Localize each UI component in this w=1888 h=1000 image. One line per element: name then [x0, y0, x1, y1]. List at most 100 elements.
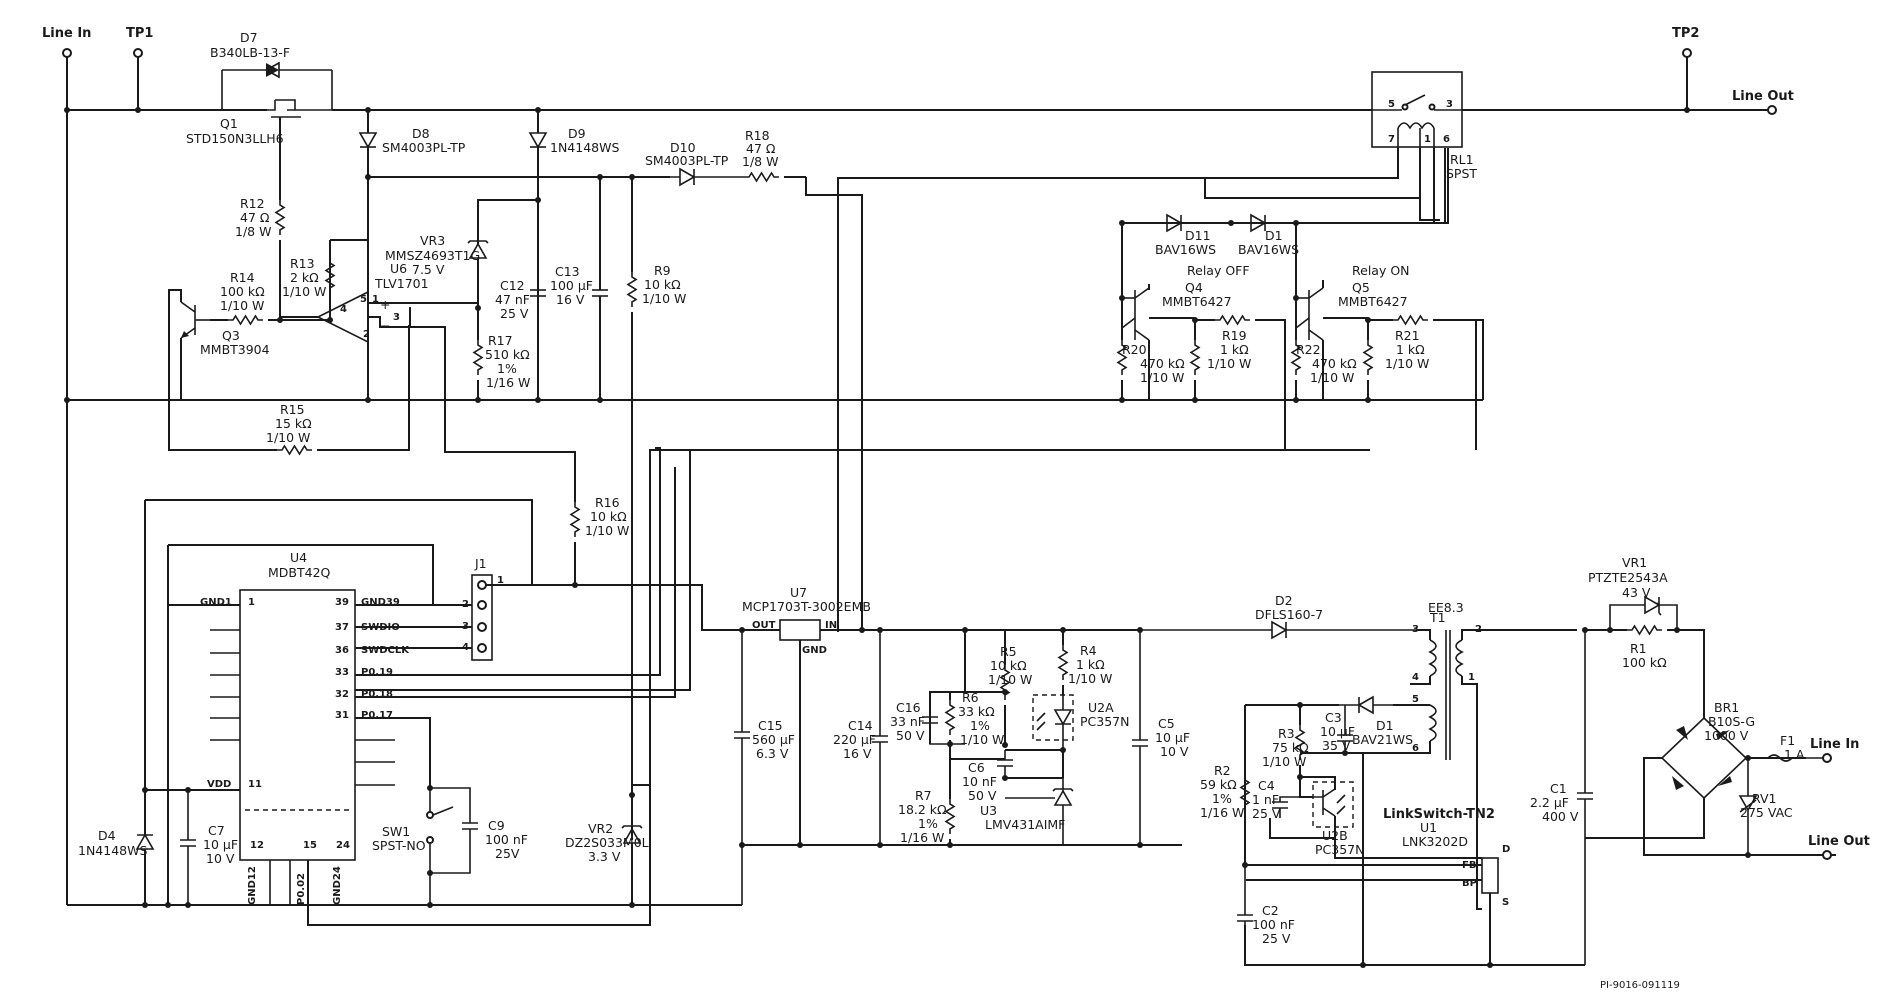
svg-text:1/16 W: 1/16 W [486, 375, 530, 390]
svg-text:100 kΩ: 100 kΩ [1622, 655, 1667, 670]
svg-text:B340LB-13-F: B340LB-13-F [210, 45, 290, 60]
D2: D2 DFLS160-7 [1142, 593, 1416, 640]
svg-text:10 V: 10 V [206, 851, 235, 866]
svg-text:PC357N: PC357N [1315, 842, 1364, 857]
svg-text:U3: U3 [980, 803, 997, 818]
svg-text:U1: U1 [1420, 820, 1437, 835]
svg-text:2: 2 [363, 329, 370, 340]
svg-text:24: 24 [336, 840, 350, 851]
svg-text:R17: R17 [488, 333, 513, 348]
svg-text:10 V: 10 V [1160, 744, 1189, 759]
U1: LinkSwitch-TN2 U1 LNK3202D D FB BP S [1383, 807, 1510, 908]
svg-text:1/10 W: 1/10 W [960, 732, 1004, 747]
svg-text:1/10 W: 1/10 W [220, 298, 264, 313]
svg-text:STD150N3LLH6: STD150N3LLH6 [186, 131, 284, 146]
svg-text:D4: D4 [98, 828, 116, 843]
svg-text:R9: R9 [654, 263, 671, 278]
C7: C7 10 µF 10 V [180, 790, 238, 905]
svg-text:R2: R2 [1214, 763, 1231, 778]
VR3: VR3 MMSZ4693T1G 7.5 V [385, 199, 538, 308]
svg-text:1/10 W: 1/10 W [1140, 370, 1184, 385]
R17: R17 510 kΩ 1% 1/16 W [473, 308, 530, 400]
line-out-top-label: Line Out [1732, 89, 1794, 104]
svg-text:1/10 W: 1/10 W [988, 672, 1032, 687]
svg-text:Q5: Q5 [1352, 280, 1370, 295]
svg-text:1 kΩ: 1 kΩ [1396, 342, 1425, 357]
svg-text:R19: R19 [1222, 328, 1247, 343]
D1-bav21: D1 BAV21WS [1339, 695, 1413, 747]
svg-text:OUT: OUT [752, 620, 776, 631]
svg-text:1/10 W: 1/10 W [642, 291, 686, 306]
svg-text:R20: R20 [1122, 342, 1147, 357]
svg-text:400 V: 400 V [1542, 809, 1579, 824]
R2: R2 59 kΩ 1% 1/16 W [1200, 763, 1250, 820]
svg-text:7: 7 [1388, 134, 1395, 145]
svg-text:100 nF: 100 nF [485, 832, 528, 847]
C2: C2 100 nF 25 V [1237, 865, 1295, 965]
svg-text:R15: R15 [280, 402, 305, 417]
svg-text:D8: D8 [412, 126, 430, 141]
svg-text:1/10 W: 1/10 W [585, 523, 629, 538]
R7: R7 18.2 kΩ 1% 1/16 W [898, 759, 955, 845]
svg-text:GND12: GND12 [247, 866, 258, 905]
svg-text:25 V: 25 V [1252, 806, 1281, 821]
svg-text:D10: D10 [670, 140, 696, 155]
svg-text:R21: R21 [1395, 328, 1420, 343]
svg-text:LinkSwitch-TN2: LinkSwitch-TN2 [1383, 807, 1495, 822]
R6: R6 33 kΩ 1% 1/10 W [945, 690, 1004, 747]
svg-text:36: 36 [335, 645, 349, 656]
svg-text:10 kΩ: 10 kΩ [990, 658, 1027, 673]
Q1: Q1 STD150N3LLH6 [186, 99, 332, 200]
svg-text:Q1: Q1 [220, 116, 238, 131]
svg-text:1/8 W: 1/8 W [742, 154, 778, 169]
svg-text:1: 1 [1468, 672, 1475, 683]
relay-on-label: Relay ON [1352, 263, 1410, 278]
svg-text:15: 15 [303, 840, 317, 851]
svg-text:GND24: GND24 [332, 866, 343, 905]
svg-text:1N4148WS: 1N4148WS [550, 140, 619, 155]
svg-text:U7: U7 [790, 585, 807, 600]
svg-text:4: 4 [1412, 672, 1419, 683]
svg-text:220 µF: 220 µF [833, 732, 876, 747]
R3: R3 75 kΩ 1/10 W [1262, 705, 1309, 777]
svg-text:EE8.3: EE8.3 [1428, 600, 1464, 615]
C13: C13 100 µF 16 V [550, 177, 608, 400]
svg-text:1/16 W: 1/16 W [1200, 805, 1244, 820]
svg-text:10 µF: 10 µF [203, 837, 238, 852]
svg-text:1%: 1% [918, 816, 938, 831]
svg-text:LMV431AIMF: LMV431AIMF [985, 817, 1065, 832]
VR2: VR2 DZ2S033M0L 3.3 V [565, 795, 649, 905]
svg-text:1: 1 [372, 294, 379, 305]
svg-text:1/16 W: 1/16 W [900, 830, 944, 845]
svg-text:MMBT6427: MMBT6427 [1338, 294, 1408, 309]
svg-text:39: 39 [335, 597, 349, 608]
D9: D9 1N4148WS [528, 110, 619, 400]
C12: C12 47 nF 25 V [495, 200, 546, 400]
svg-text:2 kΩ: 2 kΩ [290, 270, 319, 285]
svg-text:1/10 W: 1/10 W [266, 430, 310, 445]
svg-text:U2A: U2A [1088, 700, 1114, 715]
svg-text:25 V: 25 V [500, 306, 529, 321]
svg-text:B10S-G: B10S-G [1708, 714, 1755, 729]
svg-text:Q4: Q4 [1185, 280, 1203, 295]
relay-off-label: Relay OFF [1187, 263, 1250, 278]
svg-text:U4: U4 [290, 550, 307, 565]
svg-text:510 kΩ: 510 kΩ [485, 347, 530, 362]
svg-text:BP: BP [1462, 878, 1477, 889]
svg-text:R12: R12 [240, 196, 265, 211]
svg-text:GND: GND [802, 645, 827, 656]
svg-text:P0.19: P0.19 [361, 667, 393, 678]
svg-text:SM4003PL-TP: SM4003PL-TP [645, 153, 729, 168]
svg-text:1%: 1% [497, 361, 517, 376]
svg-text:R14: R14 [230, 270, 255, 285]
svg-text:1N4148WS: 1N4148WS [78, 843, 147, 858]
svg-text:IN: IN [825, 620, 837, 631]
svg-text:LNK3202D: LNK3202D [1402, 834, 1468, 849]
svg-text:R3: R3 [1278, 726, 1295, 741]
svg-text:RL1: RL1 [1450, 152, 1474, 167]
C5: C5 10 µF 10 V [1132, 630, 1190, 845]
U7: U7 MCP1703T-3002EMB OUT IN GND [742, 585, 871, 656]
svg-text:R22: R22 [1296, 342, 1321, 357]
D10: D10 SM4003PL-TP [645, 140, 744, 187]
svg-text:MMBT6427: MMBT6427 [1162, 294, 1232, 309]
